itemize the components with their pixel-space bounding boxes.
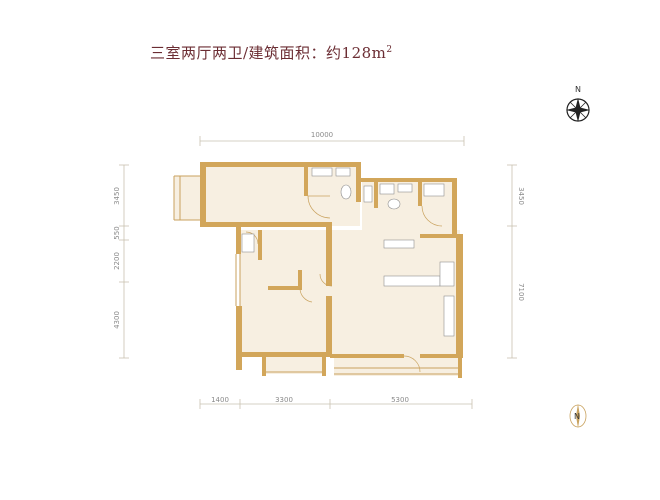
top-dimension: 10000 (199, 131, 465, 146)
walls (200, 162, 463, 378)
toilet-1 (340, 184, 352, 200)
bottom-dimension: 1400 3300 5300 (199, 396, 473, 409)
window-lines (173, 175, 458, 375)
cabinet (443, 295, 455, 337)
plan-title: 三室两厅两卫/建筑面积：约128m2 (150, 42, 393, 63)
left-dimension: 3450 550 2200 4300 (113, 164, 129, 359)
compass-north-label: N (575, 85, 581, 94)
plan-title-text: 三室两厅两卫/建筑面积：约128m (150, 44, 387, 62)
kitchen-sink (383, 239, 415, 249)
wardrobe (241, 233, 255, 253)
bedroom-top-floor (206, 166, 306, 226)
doors (245, 195, 443, 373)
shelf (363, 185, 373, 203)
dim-bottom-2: 3300 (275, 396, 293, 404)
shower (379, 183, 395, 195)
plan-title-superscript: 2 (386, 45, 393, 55)
bedroom-left-floor (240, 230, 330, 354)
small-north-arrow: N (569, 404, 587, 428)
living-room-floor (330, 230, 460, 356)
kitchen-counter (383, 275, 441, 287)
sink-1 (311, 167, 333, 177)
dim-left-3: 2200 (113, 252, 121, 270)
dim-right-2: 7100 (517, 283, 525, 301)
dim-right-1: 3450 (517, 187, 525, 205)
sink-2 (335, 167, 351, 177)
fixtures (241, 167, 455, 337)
dim-left-2: 550 (113, 226, 121, 239)
toilet-2 (387, 198, 401, 210)
dim-left-1: 3450 (113, 187, 121, 205)
dim-bottom-1: 1400 (211, 396, 229, 404)
dim-top-total: 10000 (311, 131, 333, 139)
sink-3 (397, 183, 413, 193)
fridge (439, 261, 455, 287)
dim-left-4: 4300 (113, 311, 121, 329)
balcony-right-floor (334, 356, 460, 376)
shower-2 (423, 183, 445, 197)
balcony-bottom-floor (264, 354, 324, 374)
floor-areas (174, 166, 460, 376)
compass-rose: N (566, 85, 590, 122)
right-dimension: 3450 7100 (507, 164, 525, 359)
small-north-label: N (574, 412, 580, 421)
dim-bottom-3: 5300 (391, 396, 409, 404)
